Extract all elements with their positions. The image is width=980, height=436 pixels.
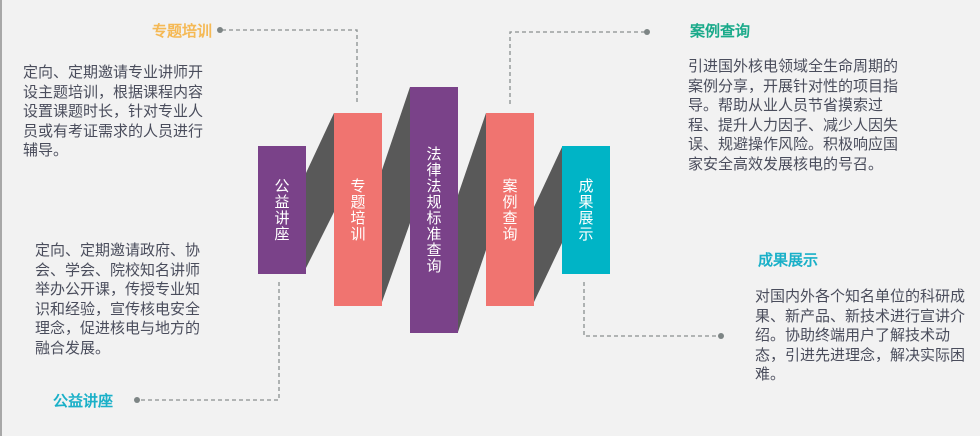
bar-label: 法律法规标准查询 <box>424 146 443 274</box>
dot-icon <box>134 397 140 403</box>
training-title: 专题培训 <box>152 22 213 40</box>
leader-line-results <box>583 282 721 337</box>
bar-lecture: 公益讲座 <box>258 146 306 274</box>
bar-label: 专题培训 <box>348 177 367 242</box>
lecture-title: 公益讲座 <box>53 392 114 410</box>
results-title: 成果展示 <box>758 251 819 269</box>
bar-training: 专题培训 <box>334 113 382 306</box>
cases-desc: 引进国外核电领域全生命周期的案例分享，开展针对性的项目指导。帮助从业人员节省摸索… <box>688 57 899 173</box>
connector-1 <box>306 113 334 268</box>
dot-icon <box>217 27 223 33</box>
leader-line-training <box>222 29 358 104</box>
results-desc: 对国内外各个知名单位的科研成果、新产品、新技术进行宣讲介绍。协助终端用户了解技术… <box>755 287 966 383</box>
connector-3 <box>458 113 486 332</box>
bar-label: 成果展示 <box>576 178 595 242</box>
bar-label: 案例查询 <box>500 177 519 242</box>
connector-2 <box>382 87 410 302</box>
left-border <box>0 0 2 436</box>
connector-4 <box>534 147 562 302</box>
lecture-desc: 定向、定期邀请政府、协会、学会、院校知名讲师举办公开课，传授专业知识和经验，宣传… <box>35 241 201 357</box>
bar-regulations: 法律法规标准查询 <box>410 87 458 333</box>
leader-line-cases <box>509 31 647 104</box>
dot-icon <box>644 29 650 35</box>
bar-cases: 案例查询 <box>486 113 534 306</box>
bar-label: 公益讲座 <box>272 178 291 242</box>
training-desc: 定向、定期邀请专业讲师开设主题培训，根据课程内容设置课题时长，针对专业人员或有考… <box>23 63 204 159</box>
bar-results: 成果展示 <box>562 146 610 274</box>
cases-title: 案例查询 <box>690 22 751 40</box>
dot-icon <box>718 333 724 339</box>
leader-line-lecture <box>137 282 280 401</box>
